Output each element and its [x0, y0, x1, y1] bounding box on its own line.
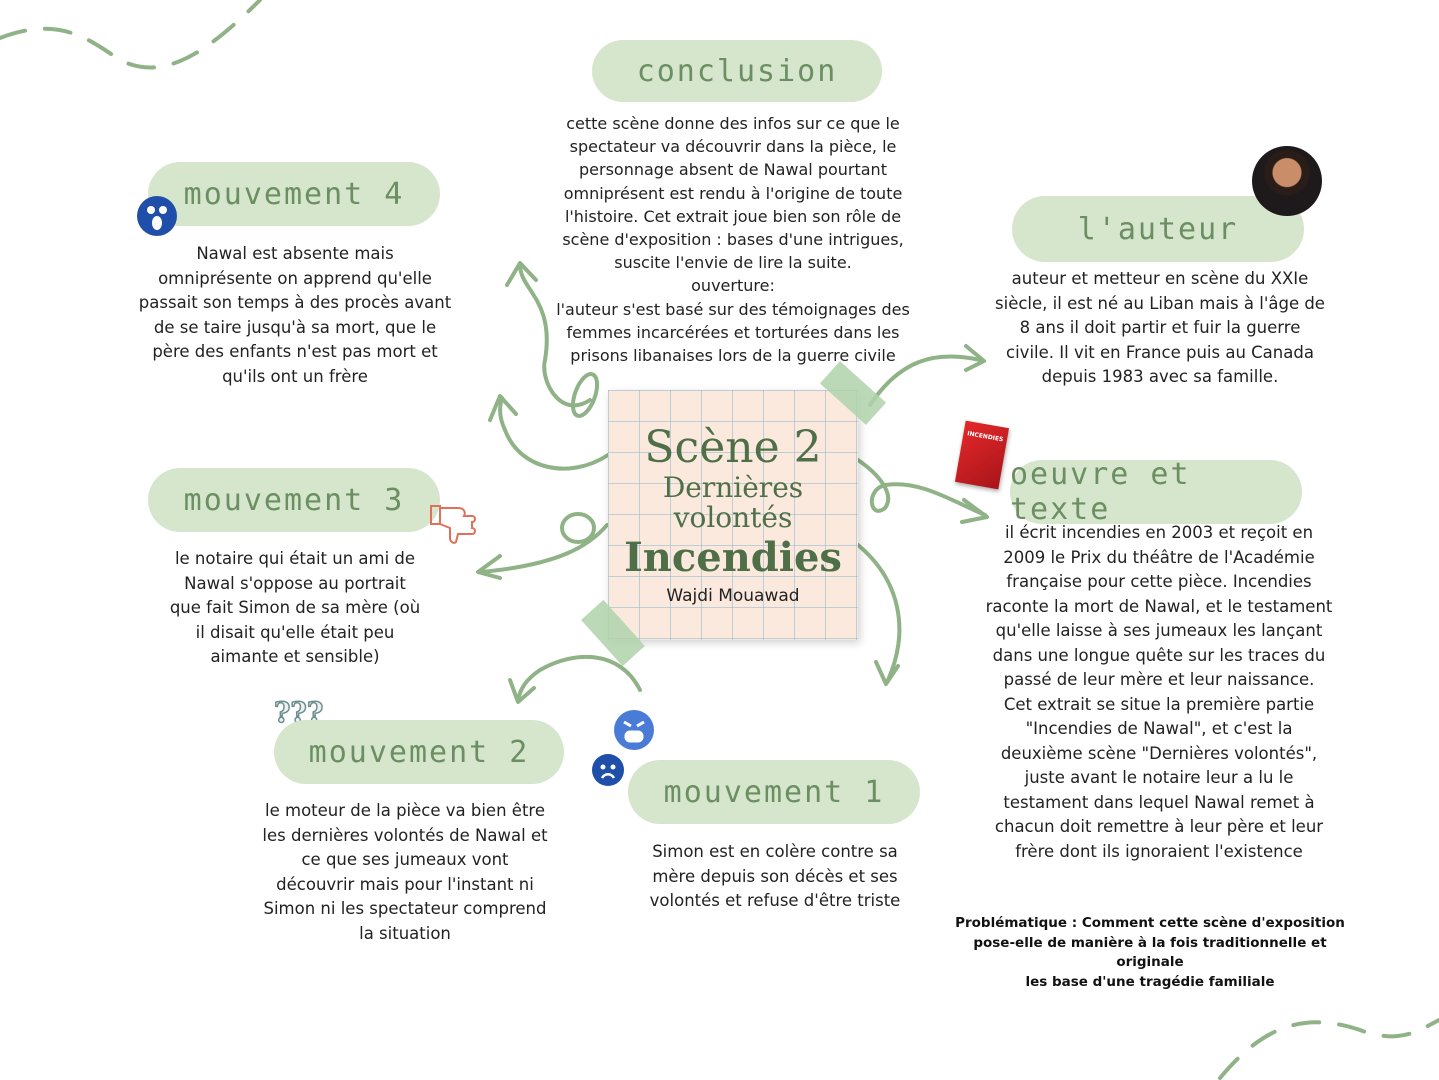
sad-face-icon	[592, 754, 624, 786]
mouvement3-text: le notaire qui était un ami de Nawal s'o…	[169, 549, 421, 666]
author-photo	[1252, 146, 1322, 216]
mouvement4-title: mouvement 4	[183, 176, 405, 212]
thumbs-down-icon	[428, 498, 480, 546]
mouvement2-title: mouvement 2	[308, 734, 530, 770]
scene-subtitle-line1: Dernières	[662, 471, 804, 504]
oeuvre-text: il écrit incendies en 2003 et reçoit en …	[985, 523, 1333, 861]
auteur-title: l'auteur	[1077, 211, 1239, 247]
auteur-pill: l'auteur	[1012, 196, 1304, 262]
oeuvre-title: oeuvre et texte	[1010, 457, 1191, 527]
mouvement1-text: Simon est en colère contre sa mère depui…	[649, 842, 901, 910]
mouvement4-pill: mouvement 4	[148, 162, 440, 226]
mouvement2-pill: mouvement 2	[274, 720, 564, 784]
play-title: Incendies	[624, 534, 842, 581]
conclusion-pill: conclusion	[592, 40, 882, 102]
author-name: Wajdi Mouawad	[666, 586, 800, 606]
mouvement3-title: mouvement 3	[183, 482, 405, 518]
conclusion-title: conclusion	[636, 53, 838, 89]
central-topic-note: Scène 2 Dernières volontés Incendies Waj…	[608, 390, 858, 640]
mouvement4-text: Nawal est absente mais omniprésente on a…	[138, 244, 452, 386]
problematique-text: Problématique : Comment cette scène d'ex…	[955, 915, 1345, 990]
mouvement1-title: mouvement 1	[663, 774, 885, 810]
mouvement2-text: le moteur de la pièce va bien être les d…	[262, 801, 548, 943]
mouvement1-pill: mouvement 1	[628, 760, 920, 824]
mouvement3-pill: mouvement 3	[148, 468, 440, 532]
conclusion-text: cette scène donne des infos sur ce que l…	[556, 114, 910, 366]
scene-title: Scène 2	[644, 422, 822, 473]
scene-subtitle-line2: volontés	[673, 501, 793, 534]
surprised-face-icon	[137, 196, 177, 236]
oeuvre-pill: oeuvre et texte	[1010, 457, 1302, 527]
auteur-text: auteur et metteur en scène du XXIe siècl…	[995, 269, 1325, 386]
angry-face-icon	[614, 710, 654, 750]
